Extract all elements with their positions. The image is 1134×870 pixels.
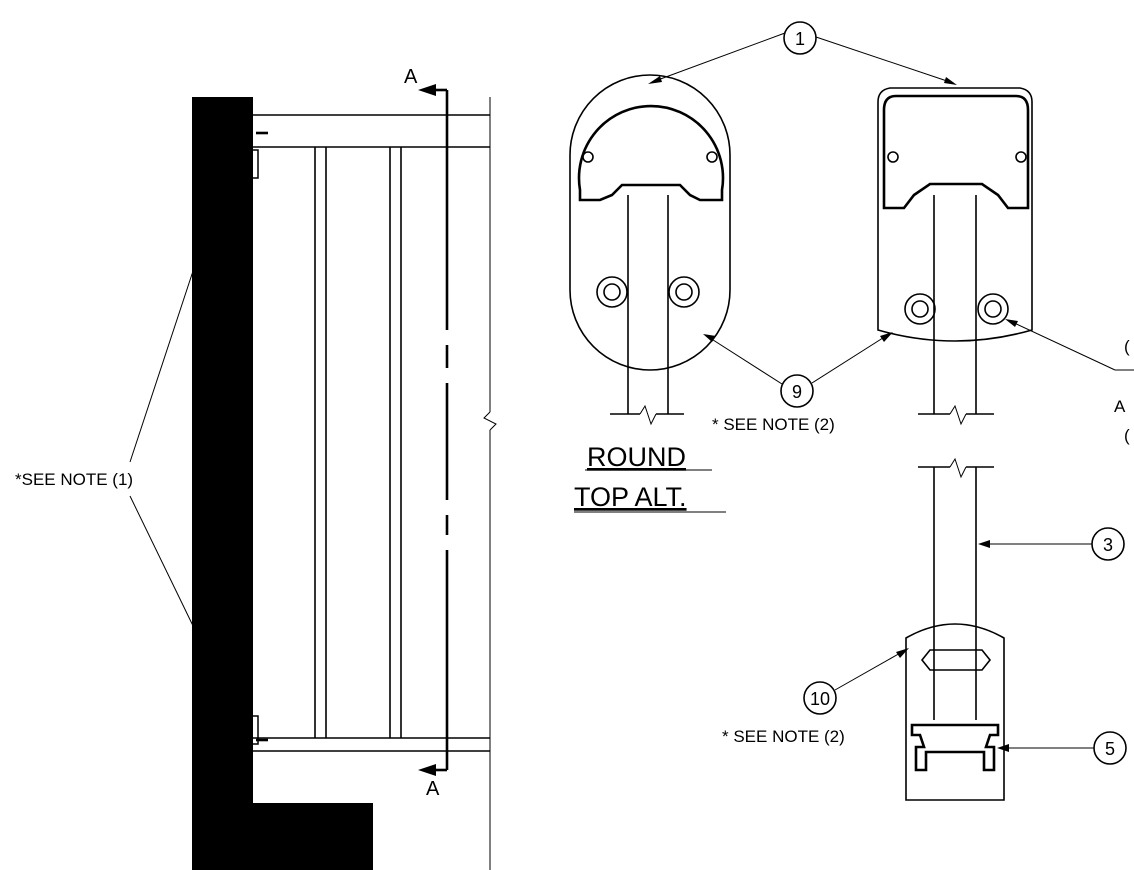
callout-5-label: 5	[1105, 739, 1115, 759]
note-2-bottom: * SEE NOTE (2)	[722, 727, 845, 746]
square-cap-profile	[882, 94, 1030, 210]
top-bracket	[249, 149, 259, 179]
callout-9-circle	[780, 374, 814, 408]
wall-post	[192, 97, 253, 870]
callout-9-label: 9	[792, 382, 802, 402]
railing-elevation: A A *SEE NOTE (1)	[15, 66, 497, 870]
round-cap-profile	[577, 104, 725, 202]
callouts: 1 9 * SEE NOTE (2) 3 10 * SEE NOTE (2) 5	[648, 21, 1134, 765]
section-label-bottom: A	[426, 778, 440, 800]
callout-10-circle	[803, 681, 837, 715]
section-arrow-top	[418, 84, 436, 96]
section-label-top: A	[404, 66, 418, 88]
partial-right-1: (	[1124, 337, 1130, 356]
round-top-detail: ROUND TOP ALT.	[569, 74, 731, 513]
callout-3-label: 3	[1103, 535, 1113, 555]
section-arrow-bottom	[418, 764, 436, 776]
square-bracket-outline	[877, 87, 1033, 342]
base-footing	[253, 803, 373, 870]
round-bracket-outline	[569, 74, 731, 371]
partial-right-2: A	[1114, 397, 1126, 416]
callout-1-circle	[783, 21, 817, 55]
bottom-bracket-outline	[905, 623, 1005, 801]
partial-right-3: (	[1124, 426, 1130, 445]
note-1-label: *SEE NOTE (1)	[15, 470, 133, 489]
round-top-title-line2: TOP ALT.	[574, 482, 687, 512]
callout-1-label: 1	[795, 29, 805, 49]
round-top-title-line1: ROUND	[587, 442, 686, 472]
square-top-detail	[877, 87, 1033, 801]
bottom-bracket	[249, 715, 259, 745]
note-2-round: * SEE NOTE (2)	[712, 415, 835, 434]
bottom-rail-profile	[910, 723, 1000, 772]
callout-10-label: 10	[810, 689, 830, 709]
